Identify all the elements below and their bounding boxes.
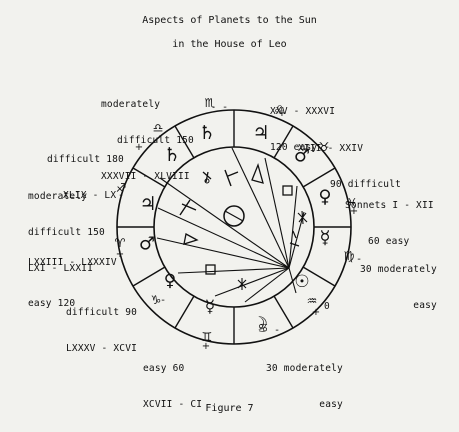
label-lxi-lxxii: moderately difficult 150 LXI - LXXII (28, 191, 105, 274)
sextile-mark-upper (297, 210, 308, 225)
sector-dividers (117, 110, 351, 344)
aspect-lines (156, 147, 305, 303)
label-xlix-lx: difficult 180 XLIX - LX (47, 154, 124, 201)
aries-sign: ♈ (115, 236, 126, 250)
svg-text:+: + (202, 341, 210, 352)
label-30-bottom: 30 moderately easy (266, 363, 343, 410)
libra-sign: ♎ (153, 121, 164, 135)
mars-glyph-upper: ♂ (294, 146, 310, 167)
square-mark-upper (282, 185, 293, 196)
taurus-sign: ♉ (319, 140, 330, 154)
label-xxv-xxxvi: XXV - XXXVI 120 easy (270, 106, 336, 153)
semisextile-mark-top (224, 169, 239, 187)
svg-text:-: - (223, 102, 227, 113)
semisextile-mark-left (179, 199, 197, 216)
square-mark-left (205, 264, 216, 275)
svg-text:-: - (325, 142, 329, 153)
scorpio-sign: ♏ (205, 96, 216, 110)
opposition-mark (289, 230, 300, 247)
pisces-sign: ♓ (347, 196, 358, 210)
mercury-glyph-lower: ☿ (205, 297, 215, 317)
svg-text:-: - (119, 190, 123, 201)
svg-text:+: + (278, 108, 286, 119)
cancer-sign: ♋ (258, 321, 269, 335)
svg-text:-: - (161, 295, 165, 306)
label-lxxiii-lxxxiv: LXXIII - LXXXIV easy 120 (28, 257, 117, 309)
svg-text:+: + (135, 142, 143, 153)
label-zero: 0 (324, 301, 330, 312)
capricorn-sign: ♑ (151, 293, 162, 307)
trine-mark-left (183, 233, 199, 245)
label-lxxxv-xcvi: difficult 90 LXXXV - XCVI (66, 307, 138, 354)
svg-text:-: - (357, 254, 361, 265)
label-xiii-xxiv: XIII - XXIV 90 difficult (298, 143, 402, 190)
figure-caption: Figure 7 (205, 403, 254, 414)
label-i-xii: Sonnets I - XII 60 easy (345, 200, 434, 247)
saturn-glyph-outer: ♄ (198, 122, 215, 144)
venus-glyph-upper: ♀ (318, 187, 331, 208)
trine-mark-upper (251, 162, 264, 184)
moon-glyph: ☽ (252, 314, 268, 335)
sextile-mark-lower (237, 278, 247, 290)
saturn-glyph-left: ♄ (163, 144, 180, 166)
aquarius-sign: ♒ (307, 294, 318, 308)
svg-text:+: + (312, 307, 320, 318)
conjunction-mark (223, 205, 245, 227)
label-xxxvii-xlviii: moderately difficult 150 XXXVII - XLVIII (101, 99, 194, 182)
quincunx-mark (202, 171, 212, 183)
jupiter-glyph-left: ♃ (139, 193, 156, 215)
title-line-1: Aspects of Planets to the Sun (142, 15, 317, 26)
mercury-glyph-upper: ☿ (319, 228, 330, 249)
jupiter-glyph-outer: ♃ (252, 122, 269, 144)
virgo-sign: ♍ (344, 249, 355, 263)
gemini-sign: ♊ (202, 330, 213, 344)
svg-text:-: - (275, 325, 279, 336)
title-line-2: in the House of Leo (172, 39, 287, 50)
leo-sign: ♌ (274, 103, 285, 117)
svg-text:+: + (116, 249, 124, 260)
sun-small-glyph (204, 178, 210, 184)
sagittarius-sign: ♐ (116, 181, 127, 195)
venus-glyph-lower: ♀ (164, 271, 176, 291)
label-xcvii-ci: easy 60 XCVII - CI (143, 363, 203, 410)
svg-text:+: + (350, 206, 358, 217)
mars-glyph-lower: ♂ (139, 234, 155, 255)
label-30-top: 30 moderately easy (360, 264, 437, 311)
sun-glyph: ☉ (294, 272, 309, 292)
